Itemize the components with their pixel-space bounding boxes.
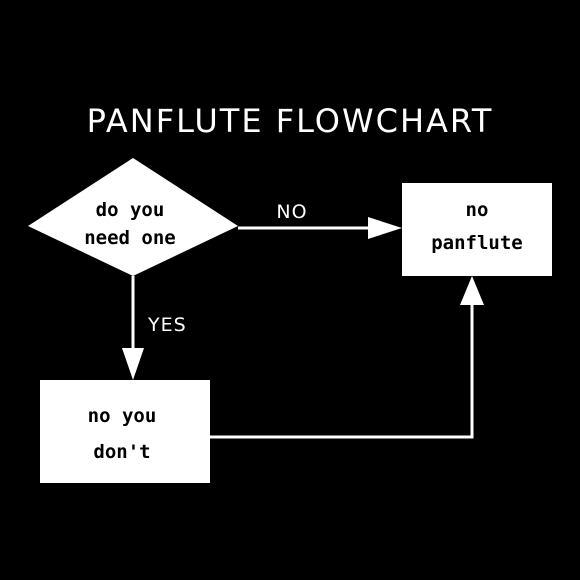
no-panflute-box-shape xyxy=(402,183,552,276)
edge-yes-arrowhead xyxy=(122,348,144,380)
edge-loop xyxy=(210,276,484,439)
no-you-dont-node: no you don't xyxy=(40,380,210,483)
edge-no-label: NO xyxy=(276,201,307,223)
edge-loop-line xyxy=(210,305,474,439)
edge-yes-label: YES xyxy=(147,314,187,336)
no-panflute-label-line2: panflute xyxy=(431,232,523,254)
edge-no: NO xyxy=(238,201,402,239)
no-you-dont-box-shape xyxy=(40,380,210,483)
decision-label-line1: do you xyxy=(96,199,165,221)
diagram-title: PANFLUTE FLOWCHART xyxy=(87,102,494,140)
no-you-dont-label-line2: don't xyxy=(93,441,150,463)
decision-label-line2: need one xyxy=(84,227,176,249)
edge-no-arrowhead xyxy=(368,217,402,239)
decision-diamond-shape xyxy=(28,158,238,276)
no-panflute-label-line1: no xyxy=(466,199,489,221)
edge-yes: YES xyxy=(122,276,187,380)
edge-loop-arrowhead xyxy=(460,276,484,305)
no-you-dont-label-line1: no you xyxy=(88,405,157,427)
decision-node: do you need one xyxy=(28,158,238,276)
no-panflute-node: no panflute xyxy=(402,183,552,276)
